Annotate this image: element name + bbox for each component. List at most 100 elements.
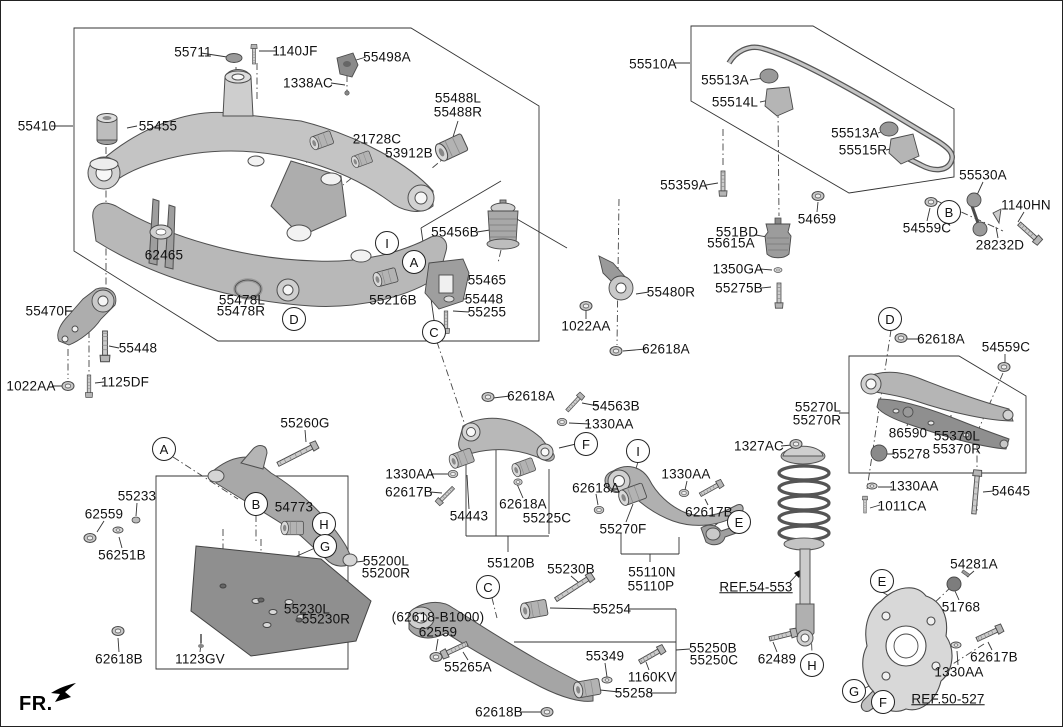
part-label: 1140JF bbox=[272, 43, 318, 59]
part-label: 55270L bbox=[794, 399, 842, 415]
part-label: 55250C bbox=[689, 652, 739, 668]
part-label: 55478L bbox=[218, 292, 266, 308]
part-label: 55478R bbox=[216, 303, 266, 319]
part-label: 1350GA bbox=[712, 261, 764, 277]
bolt-1125df-icon bbox=[85, 374, 93, 398]
bolt-54563b-icon bbox=[564, 391, 586, 414]
nut-62618a-icon bbox=[481, 392, 495, 402]
part-label: 62465 bbox=[144, 247, 184, 263]
bolt-54645-icon bbox=[968, 469, 983, 515]
bushing-55488-icon bbox=[432, 132, 469, 164]
nut-62618a-icon bbox=[513, 478, 523, 486]
washer-55349-icon bbox=[601, 676, 613, 684]
part-label: 86590 bbox=[888, 425, 928, 441]
construction-boxes bbox=[73, 25, 1027, 670]
section-marker-i: I bbox=[375, 231, 399, 255]
fr-direction-arrow-icon bbox=[51, 683, 76, 702]
pin-55233-icon bbox=[131, 516, 141, 524]
part-label: 55480R bbox=[646, 284, 696, 300]
ref-link[interactable]: REF.54-553 bbox=[719, 579, 793, 595]
part-label: 55359A bbox=[660, 177, 708, 193]
section-marker-a: A bbox=[152, 437, 176, 461]
stabilizer-bar bbox=[726, 44, 955, 173]
shock-absorber bbox=[777, 445, 831, 647]
part-label: 55370R bbox=[932, 441, 982, 457]
trailing-arm-upper bbox=[860, 371, 1014, 422]
part-label: (62618-B1000) bbox=[391, 609, 485, 625]
part-label: 56251B bbox=[98, 547, 146, 563]
part-label: 55233 bbox=[117, 488, 157, 504]
part-label: 54443 bbox=[449, 508, 489, 524]
washer-28232d bbox=[992, 208, 1002, 225]
nut-1330aa-icon bbox=[556, 417, 568, 427]
pin-54281a bbox=[961, 569, 971, 578]
section-marker-b: B bbox=[937, 200, 961, 224]
part-label: 62618A bbox=[507, 388, 555, 404]
part-label: 55615A bbox=[707, 235, 755, 251]
part-label: 55456B bbox=[431, 224, 479, 240]
nut-1330aa-icon bbox=[447, 469, 459, 479]
part-label: 55470F bbox=[25, 303, 73, 319]
part-label: 55260G bbox=[280, 415, 330, 431]
part-label: 62559 bbox=[418, 624, 458, 640]
part-label: 55230L bbox=[283, 601, 331, 617]
nut-62618b-icon bbox=[540, 707, 554, 717]
washer-1330aa-icon bbox=[950, 641, 962, 649]
part-label: 55270R bbox=[792, 412, 842, 428]
bracket-55498a bbox=[336, 52, 359, 96]
part-label: 55349 bbox=[585, 648, 625, 664]
bracket-55465 bbox=[424, 258, 470, 310]
part-label: 55230B bbox=[547, 561, 595, 577]
part-label: 55370L bbox=[933, 428, 981, 444]
part-label: 55513A bbox=[831, 125, 879, 141]
bushing-55278-icon bbox=[870, 444, 888, 462]
stabilizer-bushing bbox=[759, 68, 899, 137]
section-marker-i: I bbox=[626, 439, 650, 463]
bolt-1160kv-icon bbox=[636, 643, 667, 667]
part-label: 62489 bbox=[757, 651, 797, 667]
bolt-62617b-icon bbox=[697, 478, 725, 499]
part-label: 62618A bbox=[642, 341, 690, 357]
washer-56251b-icon bbox=[112, 526, 124, 534]
section-marker-f: F bbox=[574, 432, 598, 456]
part-label: 55465 bbox=[467, 272, 507, 288]
part-label: 54773 bbox=[274, 499, 314, 515]
part-label: 62618B bbox=[475, 704, 523, 720]
section-marker-b: B bbox=[244, 492, 268, 516]
section-marker-g: G bbox=[842, 679, 866, 703]
bolt-1140jf-icon bbox=[250, 44, 258, 65]
part-label: 55488R bbox=[433, 104, 483, 120]
ref-link[interactable]: REF.50-527 bbox=[911, 691, 985, 707]
bolt-55265a-icon bbox=[439, 639, 470, 660]
part-label: 1011CA bbox=[877, 498, 927, 514]
fr-direction-label: FR. bbox=[19, 693, 53, 715]
part-label: 1330AA bbox=[385, 466, 435, 482]
part-label: 62617B bbox=[685, 504, 733, 520]
nut-1022aa-icon bbox=[579, 301, 593, 311]
part-label: 55510A bbox=[629, 56, 677, 72]
part-label: 1123GV bbox=[175, 651, 225, 667]
part-label: 55514L bbox=[711, 94, 759, 110]
section-marker-a: A bbox=[402, 250, 426, 274]
part-label: 51768 bbox=[941, 599, 981, 615]
part-label: 551BD bbox=[715, 224, 759, 240]
bushing-51768 bbox=[946, 576, 962, 592]
part-label: 55455 bbox=[138, 118, 178, 134]
part-label: 54559C bbox=[981, 339, 1031, 355]
nut-54659-icon bbox=[811, 191, 825, 201]
part-label: 62617B bbox=[970, 649, 1018, 665]
stabilizer-bracket bbox=[764, 86, 920, 165]
part-label: 55255 bbox=[467, 304, 507, 320]
part-label: 54659 bbox=[797, 211, 837, 227]
bolt-55260g-icon bbox=[275, 439, 320, 469]
part-label: 55410 bbox=[17, 118, 57, 134]
section-marker-d: D bbox=[282, 307, 306, 331]
part-label: 1125DF bbox=[100, 374, 150, 390]
bolt-55230b-icon bbox=[552, 571, 596, 604]
nut-62618a-icon bbox=[593, 505, 605, 514]
part-label: 55200L bbox=[362, 553, 410, 569]
part-label: 1330AA bbox=[584, 416, 634, 432]
part-label: 62618B bbox=[95, 651, 143, 667]
crossmember-subframe bbox=[87, 69, 448, 307]
